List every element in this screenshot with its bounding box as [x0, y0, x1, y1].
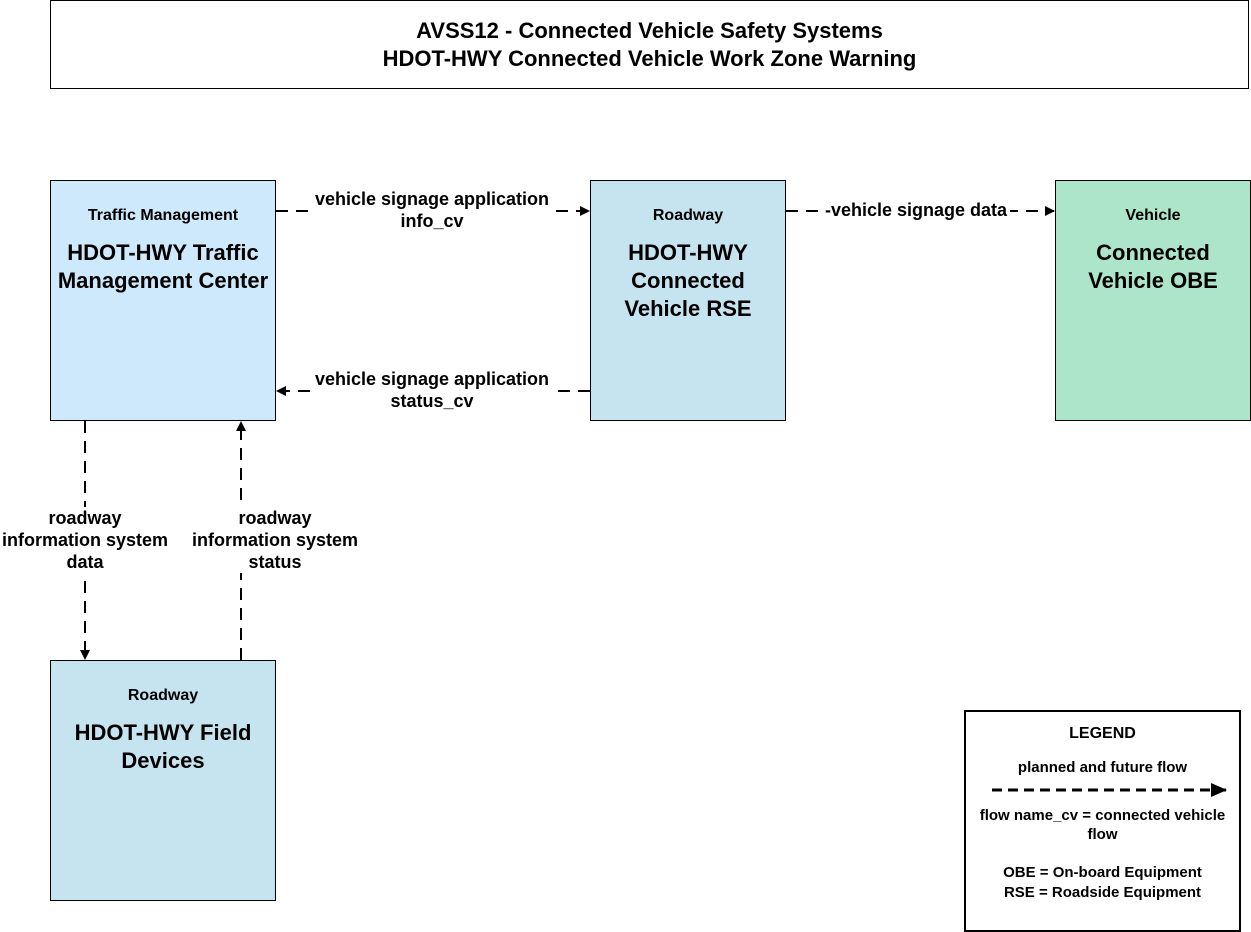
diagram-title: AVSS12 - Connected Vehicle Safety System…	[416, 17, 883, 43]
diagram-subtitle: HDOT-HWY Connected Vehicle Work Zone War…	[382, 45, 917, 71]
flow-label-line: roadway	[238, 508, 312, 528]
flow-label-line: info_cv	[400, 211, 464, 231]
flow-label-line: status	[248, 552, 302, 572]
node-category: Traffic Management	[87, 207, 239, 224]
node-name: HDOT-HWY Connected Vehicle RSE	[624, 240, 752, 321]
node-category: Roadway	[652, 207, 724, 224]
legend-flow-type: planned and future flow	[1017, 759, 1188, 776]
flow-label-line: data	[66, 552, 104, 572]
legend-cv-note: flow name_cv = connected vehicle flow	[979, 807, 1226, 843]
legend-box: LEGEND planned and future flow flow name…	[964, 710, 1241, 932]
flow-label-info-cv: vehicle signage application info_cv	[310, 188, 554, 232]
node-name: HDOT-HWY Traffic Management Center	[57, 240, 269, 293]
node-name: Connected Vehicle OBE	[1088, 240, 1218, 293]
node-name: HDOT-HWY Field Devices	[74, 720, 252, 773]
flow-label-line: -vehicle signage data	[824, 200, 1008, 220]
node-category: Roadway	[127, 687, 199, 704]
flow-label-line: status_cv	[390, 391, 474, 411]
flow-label-ris-data: roadway information system data	[0, 507, 170, 573]
legend-obe-note: OBE = On-board Equipment	[1003, 864, 1202, 881]
node-category: Vehicle	[1125, 207, 1181, 224]
flow-label-line: information system	[191, 530, 359, 550]
flow-label-signage-data: -vehicle signage data	[822, 199, 1010, 221]
flow-label-line: vehicle signage application	[314, 369, 550, 389]
legend-title: LEGEND	[1069, 725, 1136, 742]
flow-label-ris-status: roadway information system status	[189, 507, 361, 573]
node-traffic-management-center: Traffic Management HDOT-HWY Traffic Mana…	[50, 180, 276, 421]
flow-label-status-cv: vehicle signage application status_cv	[310, 368, 554, 412]
diagram-title-box: AVSS12 - Connected Vehicle Safety System…	[50, 0, 1249, 89]
node-connected-vehicle-obe: Vehicle Connected Vehicle OBE	[1055, 180, 1251, 421]
flow-label-line: information system	[1, 530, 169, 550]
flow-label-line: roadway	[48, 508, 122, 528]
legend-rse-note: RSE = Roadside Equipment	[1003, 884, 1202, 901]
flow-label-line: vehicle signage application	[314, 189, 550, 209]
node-connected-vehicle-rse: Roadway HDOT-HWY Connected Vehicle RSE	[590, 180, 786, 421]
node-field-devices: Roadway HDOT-HWY Field Devices	[50, 660, 276, 901]
